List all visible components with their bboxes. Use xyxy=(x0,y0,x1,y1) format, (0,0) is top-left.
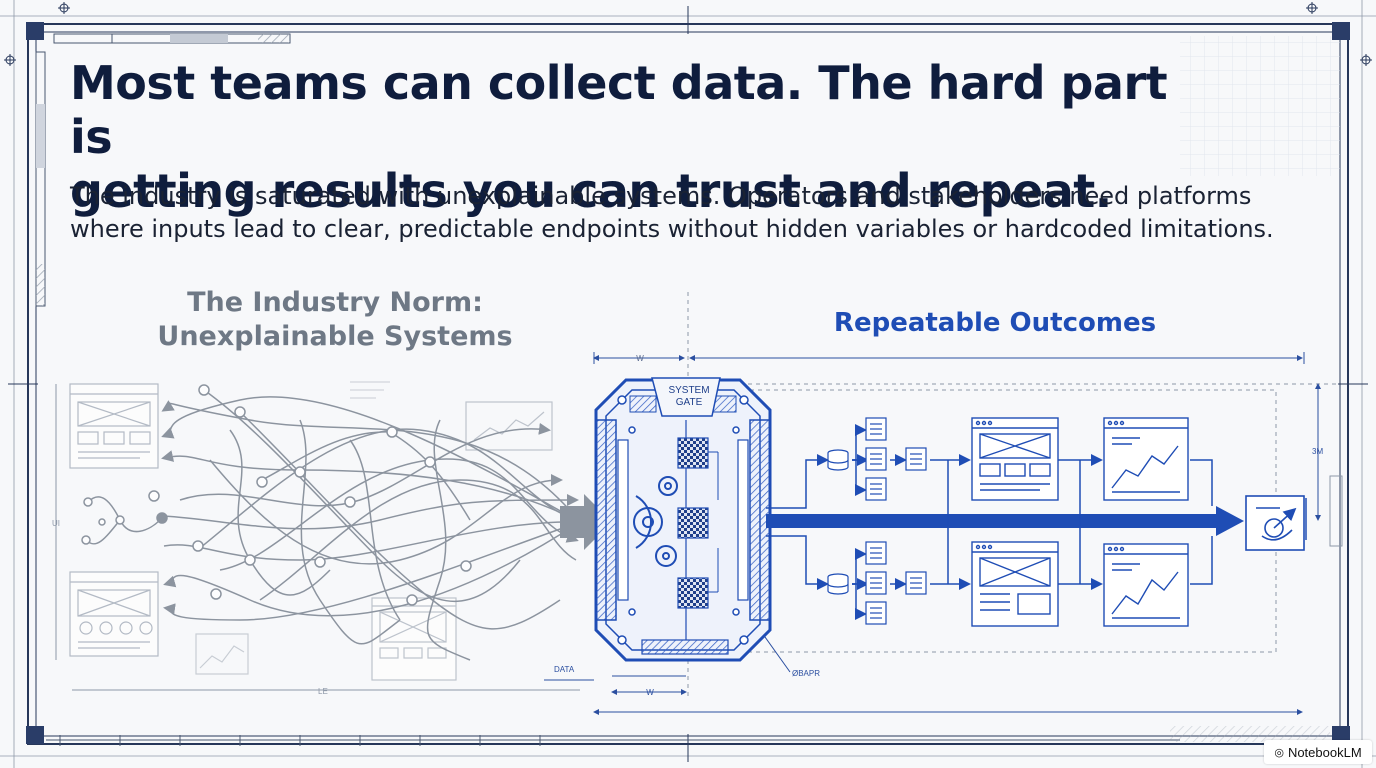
dim-label-data: DATA xyxy=(554,665,575,674)
tangle-nodes xyxy=(81,384,472,606)
document-icons xyxy=(865,417,927,625)
dim-label-bapr: ØBAPR xyxy=(792,669,820,678)
page-subtitle-line1: The industry is saturated with unexplain… xyxy=(70,182,1252,210)
tangled-connections xyxy=(85,389,581,661)
scale-bar-right xyxy=(1170,475,1343,742)
main-output-arrow xyxy=(766,514,1218,528)
ghost-chart-bottom xyxy=(195,633,249,675)
crosshair-marks xyxy=(4,2,1372,66)
dim-label-le: LE xyxy=(318,687,328,696)
ghost-window-bottom xyxy=(69,571,159,657)
chart-window-top xyxy=(1103,417,1189,501)
ghost-chart-top xyxy=(465,401,553,451)
industry-norm-heading-line1: The Industry Norm: xyxy=(187,287,483,318)
grid-swatch xyxy=(1180,36,1340,176)
gate-label-line1: SYSTEM xyxy=(668,385,709,396)
chart-window-bottom xyxy=(1103,543,1189,627)
ghost-note xyxy=(350,381,390,399)
page-title-line1: Most teams can collect data. The hard pa… xyxy=(70,56,1168,164)
page-title-line2: getting results you can trust and repeat… xyxy=(70,164,1112,218)
page-subtitle-line2: where inputs lead to clear, predictable … xyxy=(70,215,1274,243)
industry-norm-heading-line2: Unexplainable Systems xyxy=(157,321,513,352)
right-flow xyxy=(766,417,1307,627)
scale-bar-top xyxy=(53,33,291,44)
page-subtitle: The industry is saturated with unexplain… xyxy=(70,180,1310,246)
dim-label-w-top: W xyxy=(636,354,644,363)
notebooklm-label: NotebookLM xyxy=(1287,744,1362,760)
industry-norm-heading: The Industry Norm: Unexplainable Systems xyxy=(120,286,550,354)
ghost-window-mid xyxy=(371,597,457,681)
corner-blocks xyxy=(26,22,1350,744)
gate-label-line2: GATE xyxy=(676,397,703,408)
repeatable-outcomes-heading: Repeatable Outcomes xyxy=(833,308,1157,338)
ghost-window-top xyxy=(69,383,159,469)
gray-input-arrow xyxy=(560,494,612,550)
wireframe-window-top xyxy=(971,417,1059,501)
notebooklm-logo-icon: ◎ xyxy=(1274,746,1284,759)
scale-bar-left xyxy=(35,51,46,307)
left-sketch xyxy=(69,381,612,681)
endpoint-target xyxy=(1245,495,1305,551)
dim-label-ui: UI xyxy=(52,519,60,528)
dim-label-w-bottom: W xyxy=(646,688,654,697)
dimension-lines-left xyxy=(55,384,580,691)
dim-label-right: 3M xyxy=(1312,447,1323,456)
notebooklm-badge: ◎ NotebookLM xyxy=(1264,740,1372,764)
database-icons xyxy=(827,449,849,595)
page-title: Most teams can collect data. The hard pa… xyxy=(70,56,1190,218)
system-gate xyxy=(594,377,772,662)
wireframe-window-bottom xyxy=(971,541,1059,627)
ruler-bottom xyxy=(46,735,1180,746)
